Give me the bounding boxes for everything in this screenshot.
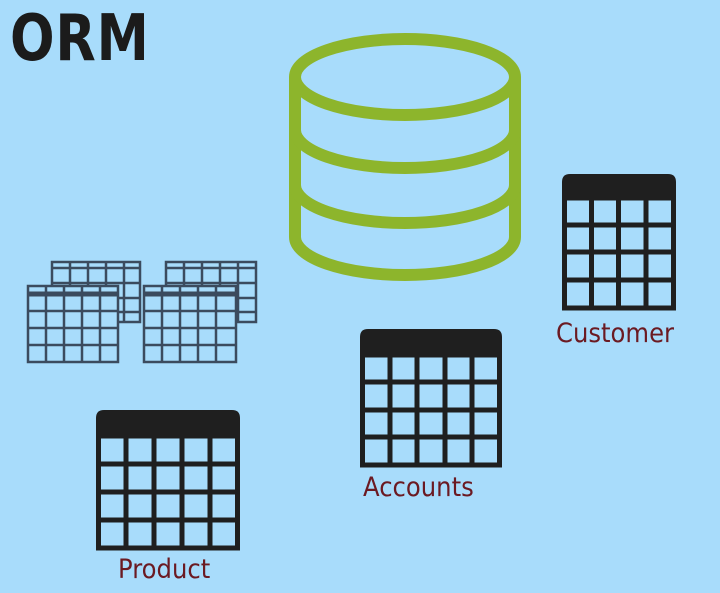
table-small-front-right [142,284,238,364]
accounts-label: Accounts [363,472,474,503]
product-label: Product [118,554,211,585]
customer-table-icon [562,174,676,311]
table-group-icon [26,260,258,364]
table-small-front-left [26,284,120,364]
accounts-table-icon [360,329,502,468]
product-table-icon [96,410,240,551]
page-title: ORM [10,2,150,76]
customer-label: Customer [556,318,675,349]
database-icon [289,33,521,281]
